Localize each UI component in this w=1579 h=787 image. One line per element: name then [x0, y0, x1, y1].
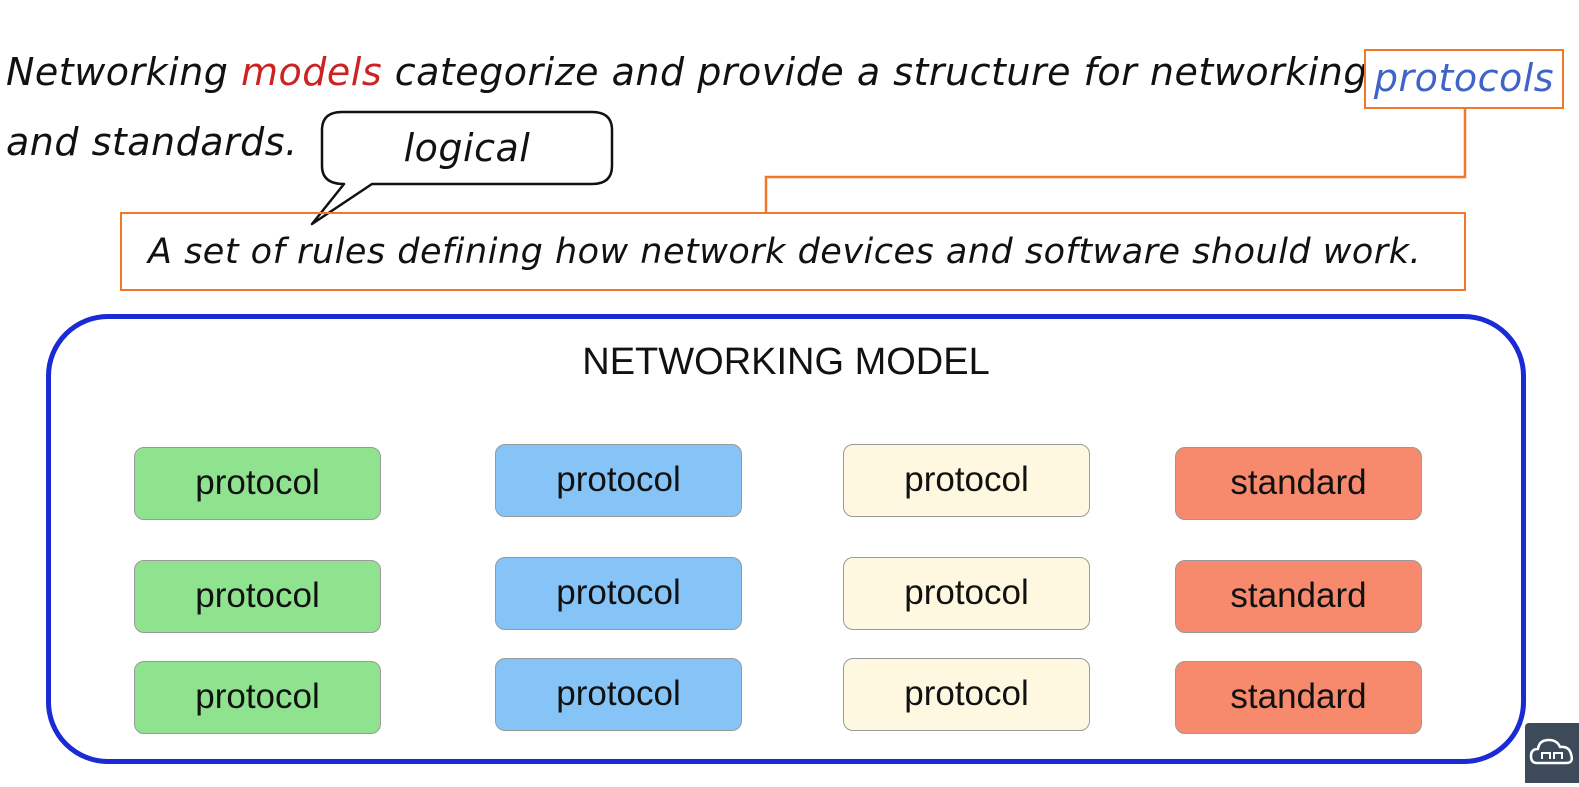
tile-col2-row2: protocol [495, 557, 742, 630]
tile-col1-row3: protocol [134, 661, 381, 734]
tile-col4-row2: standard [1175, 560, 1422, 633]
tile-col3-row2: protocol [843, 557, 1090, 630]
networking-model-frame: NETWORKING MODEL [46, 314, 1526, 764]
tile-col1-row1: protocol [134, 447, 381, 520]
protocols-connector-line [764, 109, 1467, 212]
models-highlight-word: models [241, 50, 383, 94]
intro-text-part-1: Networking [6, 50, 242, 94]
tile-col4-row3: standard [1175, 661, 1422, 734]
protocol-definition-text: A set of rules defining how network devi… [148, 232, 1422, 272]
tile-col1-row2: protocol [134, 560, 381, 633]
networking-model-title: NETWORKING MODEL [582, 341, 990, 383]
intro-sentence-line-2: and standards. [6, 120, 298, 164]
channel-badge [1525, 723, 1579, 783]
tile-col2-row3: protocol [495, 658, 742, 731]
tile-col4-row1: standard [1175, 447, 1422, 520]
intro-text-part-2: categorize and provide a structure for n… [382, 50, 1368, 94]
intro-sentence-line-1: Networking models categorize and provide… [6, 50, 1368, 94]
logical-callout-text: logical [403, 126, 531, 170]
protocols-highlight-word: protocols [1373, 56, 1555, 100]
tile-col3-row1: protocol [843, 444, 1090, 517]
cloud-icon [1529, 738, 1574, 765]
tile-col2-row1: protocol [495, 444, 742, 517]
protocol-definition-box: A set of rules defining how network devi… [120, 212, 1466, 291]
tile-col3-row3: protocol [843, 658, 1090, 731]
protocols-highlight-box: protocols [1364, 49, 1564, 109]
